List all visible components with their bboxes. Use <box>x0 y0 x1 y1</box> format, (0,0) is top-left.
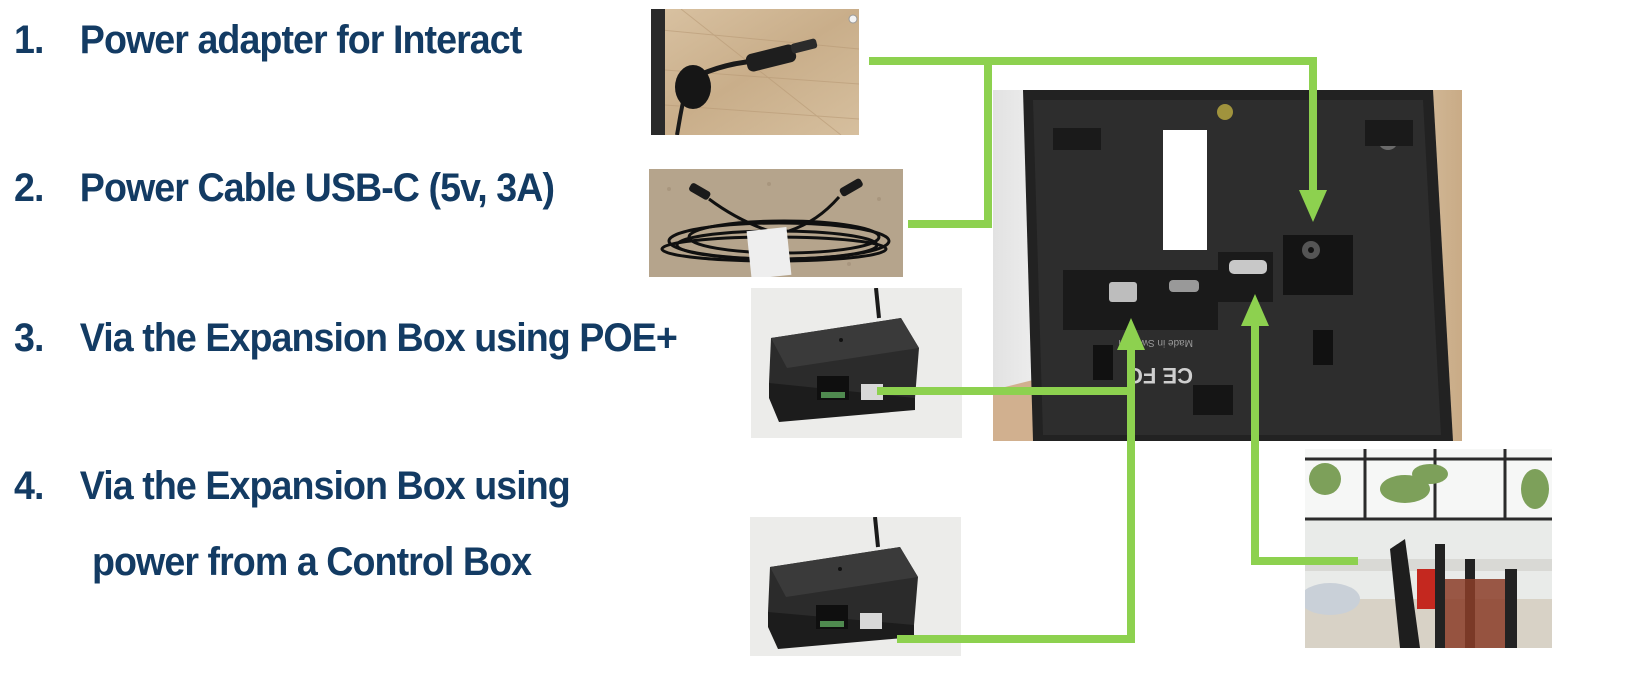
connector-desk <box>1251 324 1358 565</box>
item-1: 1. Power adapter for Interact <box>14 18 522 62</box>
connector-usbc <box>908 61 992 228</box>
item-3: 3. Via the Expansion Box using POE+ <box>14 316 678 360</box>
item-2-text: Power Cable USB-C (5v, 3A) <box>79 166 555 210</box>
ce-fc-marking: CE FC <box>1127 363 1193 388</box>
arrow-to-dc-jack <box>1299 190 1327 222</box>
arrow-to-usb-c <box>1241 294 1269 326</box>
power-adapter-photo <box>651 9 859 135</box>
arrow-to-usb-a <box>1117 318 1145 350</box>
item-2-number: 2. <box>14 166 44 210</box>
expansion-box-control-photo <box>750 517 961 656</box>
item-2: 2. Power Cable USB-C (5v, 3A) <box>14 166 555 210</box>
item-1-number: 1. <box>14 18 44 62</box>
item-3-text: Via the Expansion Box using POE+ <box>79 316 678 360</box>
connector-control-box <box>897 346 1135 643</box>
item-4: 4. Via the Expansion Box using <box>14 464 571 508</box>
item-4-line-2: power from a Control Box <box>92 540 532 584</box>
device-ports-photo: CE FC Made in Sweden <box>993 90 1462 441</box>
item-4-number: 4. <box>14 464 44 508</box>
made-in-marking: Made in Sweden <box>1119 337 1194 348</box>
usbc-cable-photo <box>649 169 903 277</box>
connector-adapter <box>869 57 1317 192</box>
item-1-text: Power adapter for Interact <box>79 18 522 62</box>
control-box-desk-photo <box>1305 449 1552 648</box>
item-4-text: Via the Expansion Box using <box>79 464 571 508</box>
item-3-number: 3. <box>14 316 44 360</box>
